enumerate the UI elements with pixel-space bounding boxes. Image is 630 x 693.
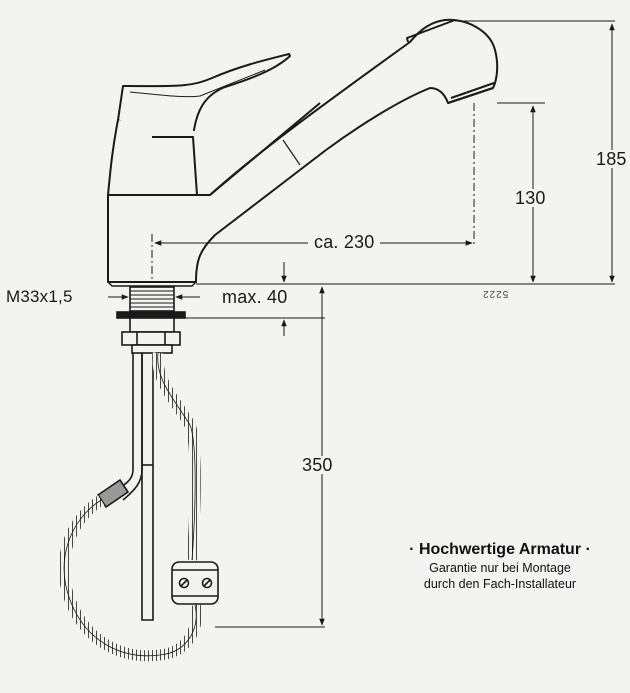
drawing-code: 5222 xyxy=(482,288,509,299)
note-title: · Hochwertige Armatur · xyxy=(409,541,591,558)
supply-pipes-and-hose xyxy=(58,352,219,662)
note-line-1: Garantie nur bei Montage xyxy=(429,561,571,575)
dimension-spout-height: 130 xyxy=(515,188,546,208)
mounting-thread xyxy=(116,286,186,354)
faucet-body xyxy=(107,18,499,287)
dimension-thread: M33x1,5 xyxy=(6,287,73,306)
dimension-hose-length: 350 xyxy=(302,455,333,475)
dimension-max-deck-thickness: max. 40 xyxy=(222,287,288,307)
quality-note: · Hochwertige Armatur · Garantie nur bei… xyxy=(370,540,630,592)
dimension-spout-reach: ca. 230 xyxy=(308,233,381,251)
note-line-2: durch den Fach-Installateur xyxy=(423,577,577,591)
dimension-total-height: 185 xyxy=(596,149,627,169)
